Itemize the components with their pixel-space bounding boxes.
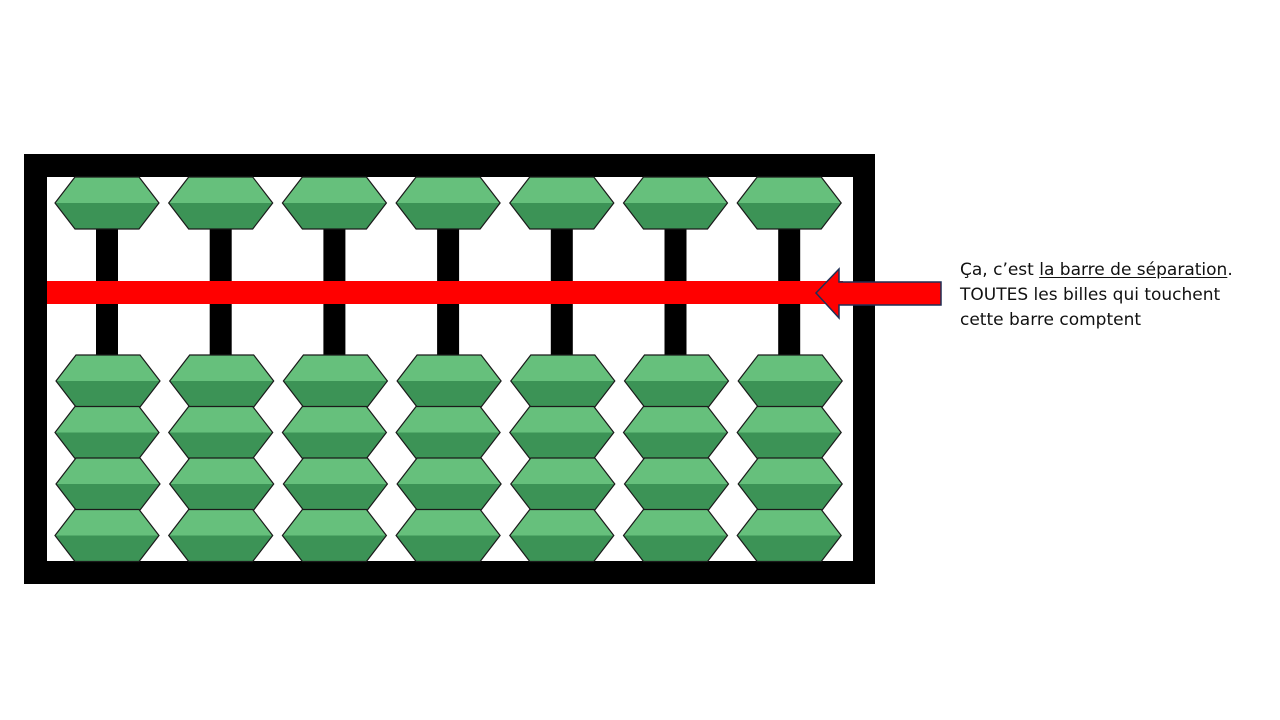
abacus-bead-upper	[167, 176, 274, 230]
abacus-bead-lower	[168, 457, 275, 511]
abacus-bead-lower	[54, 405, 160, 460]
abacus-bead-lower	[395, 405, 501, 460]
abacus-bead-lower	[736, 405, 842, 460]
abacus-frame-bottom	[24, 561, 853, 584]
abacus-bead-lower	[622, 405, 729, 460]
abacus-bead-lower	[623, 457, 730, 511]
abacus-bead-lower	[55, 457, 161, 511]
abacus-bead-upper	[54, 176, 160, 230]
abacus-bead-lower	[282, 457, 389, 511]
abacus-bead-lower	[55, 354, 161, 408]
abacus-bead-lower	[396, 354, 502, 408]
abacus-bead-lower	[281, 508, 388, 563]
abacus-bead-lower	[168, 354, 275, 408]
abacus-bead-lower	[167, 508, 274, 563]
annotation-line-1: Ça, c’est la barre de séparation.	[960, 258, 1270, 283]
annotation-line-2: TOUTES les billes qui touchent	[960, 285, 1221, 305]
abacus-bead-lower	[509, 508, 615, 563]
abacus-bead-lower	[736, 508, 842, 563]
annotation-line-3: cette barre comptent	[960, 310, 1142, 330]
abacus-bead-lower	[54, 508, 160, 563]
annotation-prefix: Ça, c’est	[960, 260, 1040, 280]
annotation-suffix: .	[1227, 260, 1233, 280]
abacus-bead-lower	[509, 405, 615, 460]
pointer-arrow-icon	[814, 267, 942, 320]
abacus-bead-lower	[737, 354, 843, 408]
separation-bar	[47, 281, 843, 304]
abacus-frame-right	[853, 154, 875, 584]
abacus-bead-lower	[281, 405, 388, 460]
abacus-frame-left	[24, 154, 47, 584]
abacus-bead-lower	[396, 457, 502, 511]
abacus-bead-lower	[510, 354, 616, 408]
abacus-bead-lower	[737, 457, 843, 511]
abacus-bead-lower	[510, 457, 616, 511]
abacus-frame-top	[24, 154, 875, 177]
annotation-highlight: la barre de séparation	[1039, 260, 1228, 280]
abacus-bead-lower	[167, 405, 274, 460]
abacus-bead-lower	[395, 508, 501, 563]
abacus-beads	[54, 176, 843, 563]
abacus-bead-upper	[509, 176, 615, 230]
abacus-bead-upper	[395, 176, 501, 230]
abacus-bead-lower	[623, 354, 730, 408]
abacus-bead-upper	[281, 176, 388, 230]
abacus-bead-lower	[282, 354, 389, 408]
abacus-bead-upper	[622, 176, 729, 230]
abacus-bead-lower	[622, 508, 729, 563]
annotation-text: Ça, c’est la barre de séparation. TOUTES…	[960, 258, 1270, 333]
abacus-bead-upper	[736, 176, 842, 230]
